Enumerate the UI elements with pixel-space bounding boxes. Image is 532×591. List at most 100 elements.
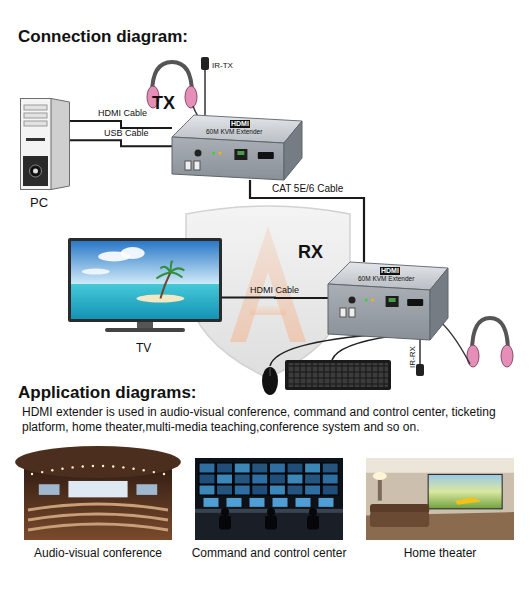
usb-port bbox=[340, 308, 346, 317]
tv-screen bbox=[71, 241, 219, 319]
operator-head bbox=[221, 508, 229, 516]
lamp-shade bbox=[373, 472, 387, 480]
wall-monitor bbox=[199, 485, 215, 495]
wall-monitor bbox=[269, 485, 285, 495]
ceiling-light bbox=[132, 467, 134, 469]
operator-body bbox=[265, 515, 277, 529]
wall-monitor bbox=[217, 463, 233, 473]
watermark-letter bbox=[230, 226, 306, 342]
wall-monitor bbox=[252, 474, 268, 484]
desk-monitor bbox=[295, 497, 311, 507]
cable-label: HDMI Cable bbox=[98, 108, 147, 119]
rj45-port bbox=[386, 296, 399, 307]
tv-frame bbox=[68, 238, 222, 322]
application-photo: Home theater bbox=[366, 458, 514, 540]
conference-table bbox=[28, 514, 168, 520]
palm-leaf bbox=[170, 261, 172, 272]
wall-monitor bbox=[252, 463, 268, 473]
main-screen bbox=[68, 481, 127, 497]
port-label: IR-TX bbox=[212, 61, 233, 71]
unit-label: TX bbox=[152, 93, 175, 114]
front-slot bbox=[26, 138, 45, 141]
power-light bbox=[33, 169, 38, 174]
node-outline bbox=[366, 458, 514, 540]
cable-line bbox=[250, 180, 364, 262]
tower-side bbox=[51, 99, 70, 190]
mouse-wheel bbox=[270, 368, 271, 376]
tv-display: TV bbox=[68, 238, 222, 334]
description-text: HDMI extender is used in audio-visual co… bbox=[22, 405, 504, 435]
wall-monitor bbox=[234, 474, 250, 484]
desk-monitor bbox=[318, 497, 334, 507]
floor bbox=[366, 512, 514, 540]
cloud bbox=[121, 247, 145, 259]
operator-body bbox=[307, 515, 319, 529]
ceiling-light bbox=[41, 471, 43, 473]
section-heading: Application diagrams: bbox=[18, 383, 197, 403]
cable-label: HDMI Cable bbox=[250, 285, 299, 296]
palm-trunk bbox=[160, 272, 170, 298]
usb-port bbox=[349, 308, 355, 317]
desk-monitor bbox=[249, 497, 265, 507]
side-screen bbox=[39, 484, 60, 495]
ceiling bbox=[15, 446, 181, 478]
ceiling-light bbox=[92, 465, 94, 467]
cable-label: CAT 5E/6 Cable bbox=[272, 183, 343, 195]
power-jack bbox=[349, 297, 356, 304]
device-front bbox=[328, 284, 430, 340]
ceiling-light bbox=[51, 469, 53, 471]
ceiling-light bbox=[71, 466, 73, 468]
hdmi-port bbox=[258, 152, 274, 159]
operator-body bbox=[219, 515, 231, 529]
desk-monitor bbox=[272, 497, 288, 507]
wall-monitor bbox=[287, 463, 303, 473]
photo-background bbox=[366, 458, 514, 540]
tx-extender: TXHDMI60M KVM Extender bbox=[172, 115, 302, 180]
wall-monitor bbox=[217, 474, 233, 484]
ceiling-light bbox=[112, 465, 114, 467]
wall-monitor bbox=[199, 463, 215, 473]
drive-bay bbox=[24, 113, 47, 118]
wall-monitor bbox=[234, 463, 250, 473]
device-label: TV bbox=[136, 342, 151, 356]
model-text: 60M KVM Extender bbox=[358, 275, 414, 282]
sofa-seat bbox=[370, 512, 429, 527]
palm-leaf bbox=[160, 267, 170, 273]
diagram-title: Connection diagram: bbox=[18, 27, 188, 47]
application-photo: Command and control center bbox=[195, 458, 343, 540]
unit-label: RX bbox=[298, 242, 323, 263]
photo-background bbox=[195, 458, 343, 540]
node-outline bbox=[68, 238, 222, 334]
node-outline bbox=[20, 98, 70, 190]
headphone-band bbox=[152, 62, 192, 94]
tv-base bbox=[105, 328, 185, 332]
ceiling-light bbox=[61, 467, 63, 469]
tv-neck bbox=[137, 322, 153, 328]
ir-sensor bbox=[416, 364, 424, 376]
palm-leaf bbox=[170, 268, 184, 272]
power-button bbox=[30, 165, 42, 177]
palm-leaf bbox=[170, 272, 182, 277]
ir-sensor bbox=[201, 57, 209, 70]
conference-table bbox=[28, 504, 168, 510]
status-led bbox=[365, 299, 368, 302]
headphone-band bbox=[472, 318, 508, 352]
device-side bbox=[284, 121, 302, 180]
device-front bbox=[172, 137, 284, 180]
wall-monitor bbox=[269, 474, 285, 484]
headphone-cup bbox=[185, 86, 197, 108]
cable-line bbox=[222, 297, 328, 299]
pc-tower: PC bbox=[20, 98, 70, 190]
wall-monitor bbox=[305, 485, 321, 495]
power-jack bbox=[195, 150, 202, 157]
wall-monitor bbox=[322, 463, 338, 473]
ceiling-light bbox=[153, 471, 155, 473]
ceiling-light bbox=[142, 469, 144, 471]
application-photo: Audio-visual conference bbox=[24, 458, 172, 540]
device-label: PC bbox=[30, 196, 48, 211]
status-led bbox=[212, 152, 215, 155]
keyboard bbox=[285, 360, 391, 390]
operator-head bbox=[267, 508, 275, 516]
